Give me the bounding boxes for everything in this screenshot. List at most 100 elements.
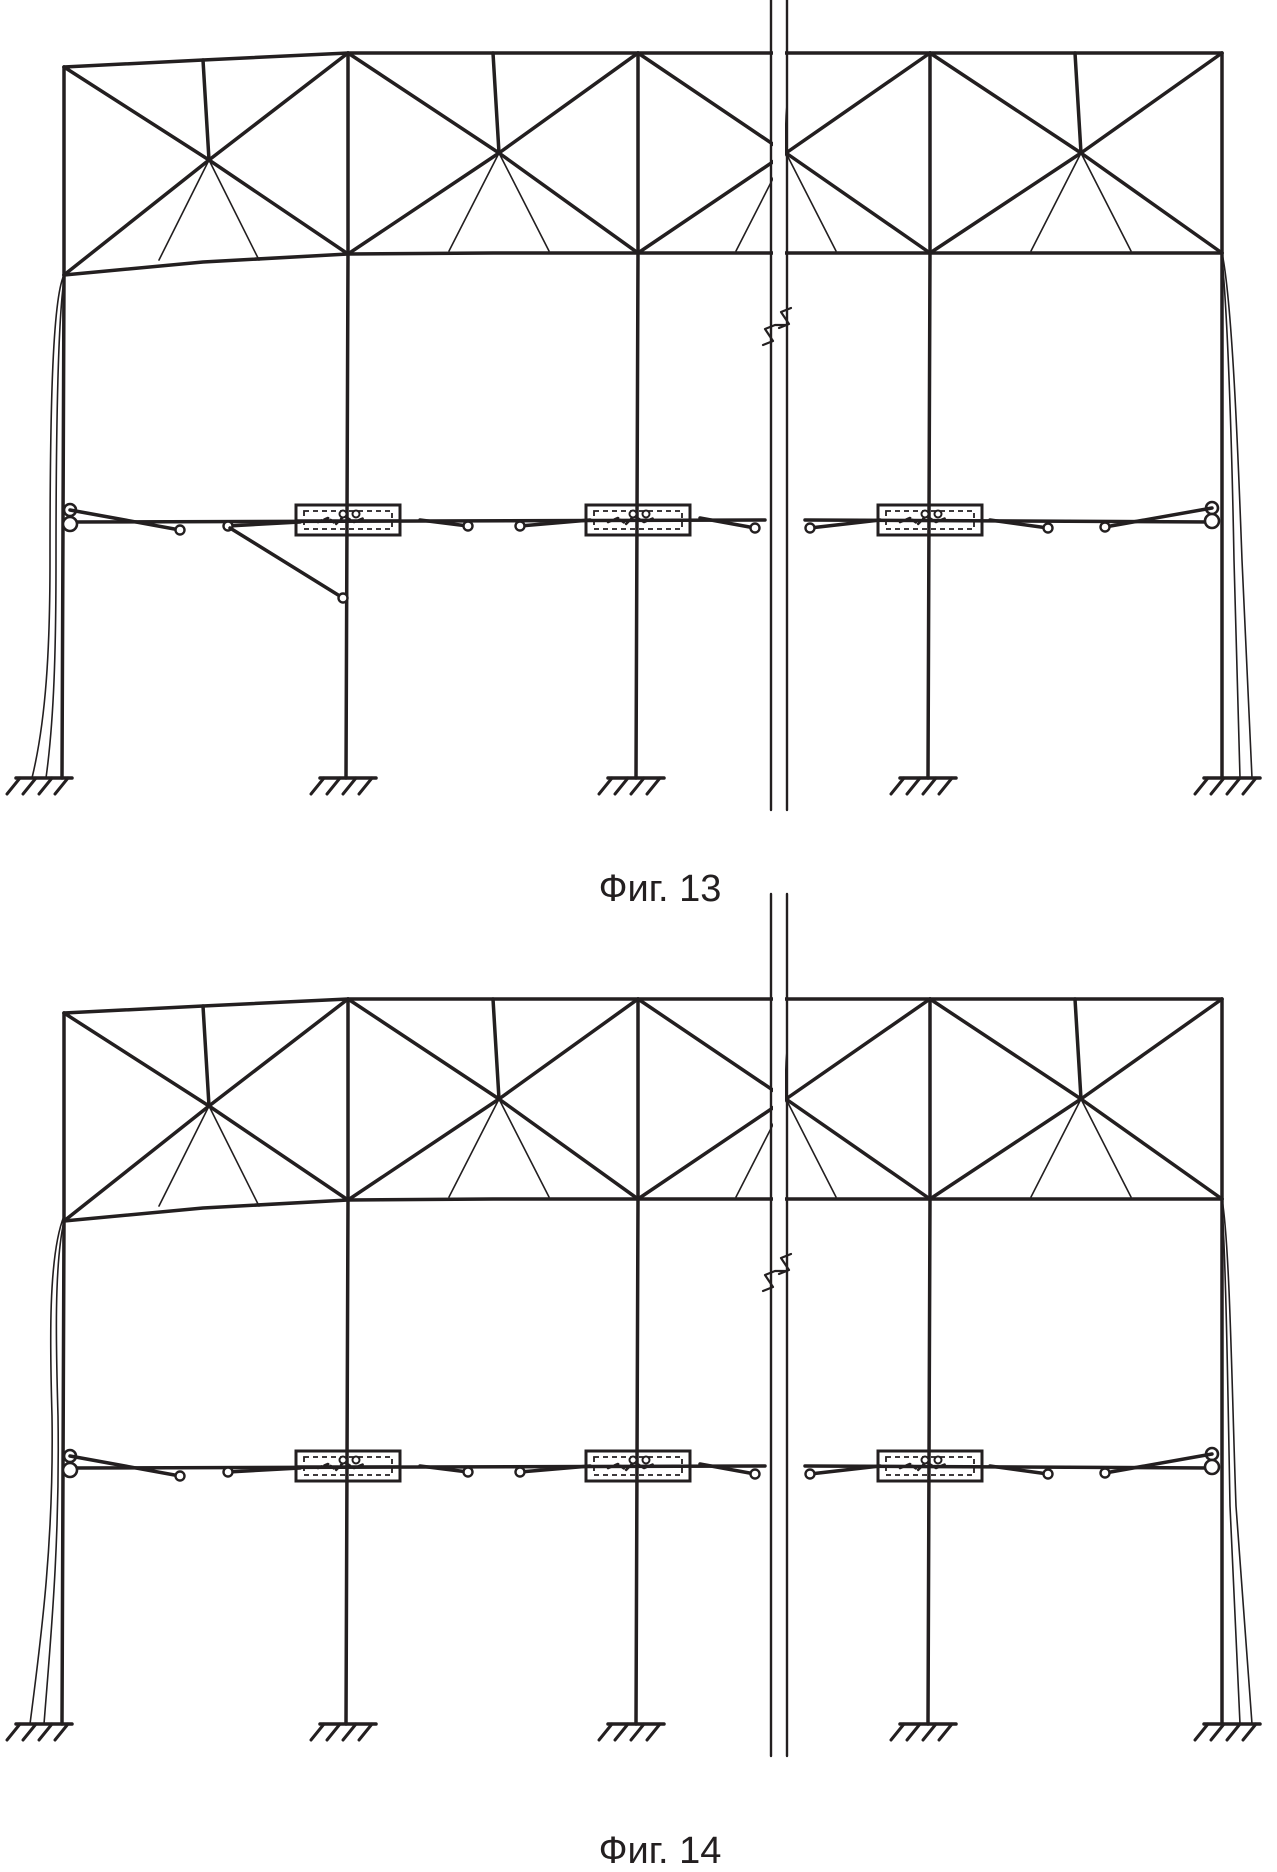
joint-pin <box>351 509 361 519</box>
joint-pin <box>933 1455 943 1465</box>
truss-diagonal <box>1079 51 1224 155</box>
truss-fan-strut <box>1080 1098 1132 1198</box>
small-hinge <box>804 1468 816 1480</box>
small-hinge <box>749 522 761 534</box>
tie-cable <box>808 518 882 530</box>
truss-fan-strut <box>785 152 837 252</box>
truss-sub-post <box>201 58 211 162</box>
small-hinge <box>804 522 816 534</box>
truss-sub-post <box>491 997 501 1101</box>
ground-support-hatch <box>357 1722 374 1742</box>
joint-cracks <box>898 514 948 526</box>
truss-diagonal <box>1079 997 1224 1101</box>
truss-fan-strut <box>498 152 550 252</box>
joint-pin <box>920 509 930 519</box>
figure-14-caption: Фиг. 14 <box>598 1830 722 1872</box>
truss-sub-post <box>1073 997 1083 1101</box>
break-zigzag <box>777 1252 793 1276</box>
ground-support-hatch <box>921 776 938 796</box>
joint-pin <box>920 1455 930 1465</box>
ground-support-hatch <box>37 1722 54 1742</box>
small-hinge <box>174 524 186 536</box>
ground-support-hatch <box>1193 776 1210 796</box>
ground-support-hatch <box>1225 1722 1242 1742</box>
truss-diagonal <box>207 997 350 1108</box>
ground-support-hatch <box>37 776 54 796</box>
tie-cable <box>1103 506 1214 529</box>
joint-cracks <box>316 514 366 526</box>
joint-pin <box>351 1455 361 1465</box>
joint-cracks <box>606 1460 656 1472</box>
small-hinge <box>462 1466 474 1478</box>
joint-pin <box>641 509 651 519</box>
joint-cracks <box>316 1460 366 1472</box>
ground-support-hatch <box>1225 776 1242 796</box>
ground-support-hatch <box>1209 776 1226 796</box>
small-hinge <box>1099 1467 1111 1479</box>
ground-support-hatch <box>341 776 358 796</box>
ground-support-hatch <box>889 1722 906 1742</box>
left-deflection-line <box>43 1220 65 1725</box>
joint-cracks <box>606 514 656 526</box>
joint-pin <box>628 1455 638 1465</box>
truss-diagonal <box>62 65 211 162</box>
small-hinge <box>1042 1468 1054 1480</box>
truss-fan-strut <box>158 1105 210 1207</box>
ground-support-hatch <box>937 1722 954 1742</box>
end-hinge <box>61 1461 79 1479</box>
tie-cable <box>68 508 182 532</box>
ground-support-hatch <box>53 1722 70 1742</box>
truss-diagonal <box>636 1097 788 1201</box>
ground-support-hatch <box>597 776 614 796</box>
end-hinge <box>1203 1458 1221 1476</box>
tie-cable <box>68 1454 182 1478</box>
truss-diagonal <box>784 1097 932 1201</box>
small-hinge <box>514 520 526 532</box>
ground-support-hatch <box>1209 1722 1226 1742</box>
truss-diagonal <box>1079 151 1224 255</box>
ground-support-hatch <box>325 776 342 796</box>
ground-support-hatch <box>1241 776 1258 796</box>
tie-cable <box>988 518 1050 530</box>
joint-pin <box>628 509 638 519</box>
break-gap <box>773 0 785 810</box>
ground-support-hatch <box>357 776 374 796</box>
joint-pin <box>933 509 943 519</box>
joint-pin <box>338 1455 348 1465</box>
ground-support-hatch <box>889 776 906 796</box>
ground-support-hatch <box>613 1722 630 1742</box>
ground-support-hatch <box>21 776 38 796</box>
left-deflection-line <box>29 1215 65 1725</box>
truss-fan-strut <box>208 159 260 261</box>
ground-support-hatch <box>53 776 70 796</box>
ground-support-hatch <box>937 776 954 796</box>
tie-cable <box>808 1464 882 1476</box>
small-hinge <box>1042 522 1054 534</box>
joint-cracks <box>898 1460 948 1472</box>
truss-fan-strut <box>1080 152 1132 252</box>
ground-support-hatch <box>629 776 646 796</box>
truss-fan-strut <box>448 152 500 252</box>
truss-diagonal <box>636 997 788 1101</box>
small-hinge <box>514 1466 526 1478</box>
tie-cable <box>226 1466 302 1474</box>
tie-cable <box>1103 1452 1214 1475</box>
truss-diagonal <box>207 158 350 256</box>
truss-fan-strut <box>498 1098 550 1198</box>
right-deflection-line <box>1221 1198 1253 1725</box>
truss-diagonal <box>928 51 1083 155</box>
ground-support-hatch <box>325 1722 342 1742</box>
ground-support-hatch <box>5 1722 22 1742</box>
joint-pin <box>338 509 348 519</box>
truss-diagonal <box>497 51 640 155</box>
ground-support-hatch <box>905 776 922 796</box>
truss-diagonal <box>928 997 1083 1101</box>
truss-diagonal <box>346 151 501 256</box>
truss-diagonal <box>207 51 350 162</box>
truss-bottom-chord <box>62 1197 1224 1223</box>
truss-diagonal <box>784 51 932 155</box>
ground-support-hatch <box>309 1722 326 1742</box>
truss-diagonal <box>1079 1097 1224 1201</box>
truss-fan-strut <box>1030 1098 1082 1198</box>
truss-fan-strut <box>448 1098 500 1198</box>
